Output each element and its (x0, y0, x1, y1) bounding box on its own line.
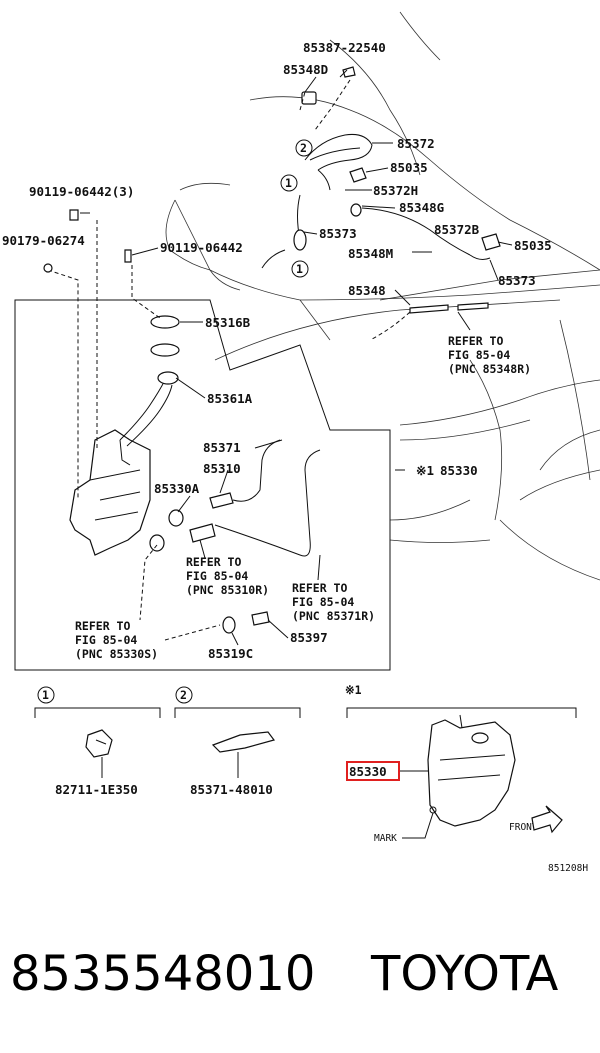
refer-3-line2: FIG 85-04 (292, 595, 354, 609)
part-85330-highlighted: 85330 (349, 764, 387, 779)
part-labels: 85387-22540 85348D 85372 85035 85372H 85… (2, 40, 552, 661)
footer-brand: TOYOTA (370, 946, 559, 1002)
leader-lines (80, 69, 513, 646)
refer-3-line1: REFER TO (292, 581, 347, 595)
part-85371-48010: 85371-48010 (190, 782, 273, 797)
refer-4-line3: (PNC 85330S) (75, 647, 158, 661)
label-85330-mark: ※1 (416, 463, 434, 478)
label-85372: 85372 (397, 136, 435, 151)
svg-text:※1: ※1 (345, 683, 362, 697)
label-85348: 85348 (348, 283, 386, 298)
refer-1-line1: REFER TO (448, 334, 503, 348)
refer-3-line3: (PNC 85371R) (292, 609, 375, 623)
footer-part-number: 8535548010 (10, 946, 315, 1002)
main-frame (14, 299, 391, 671)
label-90119-06442: 90119-06442 (160, 240, 243, 255)
label-85348M: 85348M (348, 246, 393, 261)
refer-2-line1: REFER TO (186, 555, 241, 569)
detail-panel-3: ※1 85330 MARK FRONT (345, 683, 577, 844)
label-85373-b: 85373 (498, 273, 536, 288)
label-85330A: 85330A (154, 481, 200, 496)
svg-text:1: 1 (42, 688, 49, 702)
refer-1-line2: FIG 85-04 (448, 348, 510, 362)
detail-panel-1: 1 82711-1E350 (34, 686, 161, 797)
hose-nozzle-group (261, 66, 501, 314)
circled-number-2: 2 (300, 141, 307, 155)
circled-callouts: 2 1 1 (280, 139, 313, 278)
highlighted-part-box (346, 761, 400, 781)
label-85330: 85330 (440, 463, 478, 478)
label-85035-a: 85035 (390, 160, 428, 175)
label-85310: 85310 (203, 461, 241, 476)
refer-4-line1: REFER TO (75, 619, 130, 633)
label-85387-22540: 85387-22540 (303, 40, 386, 55)
front-label: FRONT (509, 822, 538, 833)
label-85371: 85371 (203, 440, 241, 455)
part-82711-1E350: 82711-1E350 (55, 782, 138, 797)
leader-lines-dashed (47, 79, 411, 641)
svg-text:2: 2 (180, 688, 187, 702)
refer-2-line2: FIG 85-04 (186, 569, 248, 583)
refer-to-notes: REFER TO FIG 85-04 (PNC 85348R) REFER TO… (75, 334, 531, 661)
label-85348G: 85348G (399, 200, 444, 215)
label-85372H: 85372H (373, 183, 418, 198)
label-85319C: 85319C (208, 646, 253, 661)
washer-tank-group (69, 315, 321, 634)
label-85316B: 85316B (205, 315, 251, 330)
label-85035-b: 85035 (514, 238, 552, 253)
label-85397: 85397 (290, 630, 328, 645)
label-85348D: 85348D (283, 62, 328, 77)
figure-code: 851208H (548, 863, 588, 874)
refer-2-line3: (PNC 85310R) (186, 583, 269, 597)
label-85372B: 85372B (434, 222, 480, 237)
refer-1-line3: (PNC 85348R) (448, 362, 531, 376)
label-85373-a: 85373 (319, 226, 357, 241)
label-90179-06274: 90179-06274 (2, 233, 85, 248)
label-85361A: 85361A (207, 391, 253, 406)
refer-4-line2: FIG 85-04 (75, 633, 137, 647)
label-90119-06442-3: 90119-06442(3) (29, 184, 134, 199)
detail-panel-2: 2 85371-48010 (174, 686, 301, 797)
circled-number-1: 1 (285, 176, 292, 190)
fasteners (43, 209, 132, 273)
vehicle-body-outline (165, 11, 600, 581)
mark-label: MARK (374, 833, 397, 844)
front-arrow-icon (531, 805, 563, 834)
circled-number-1b: 1 (296, 262, 303, 276)
